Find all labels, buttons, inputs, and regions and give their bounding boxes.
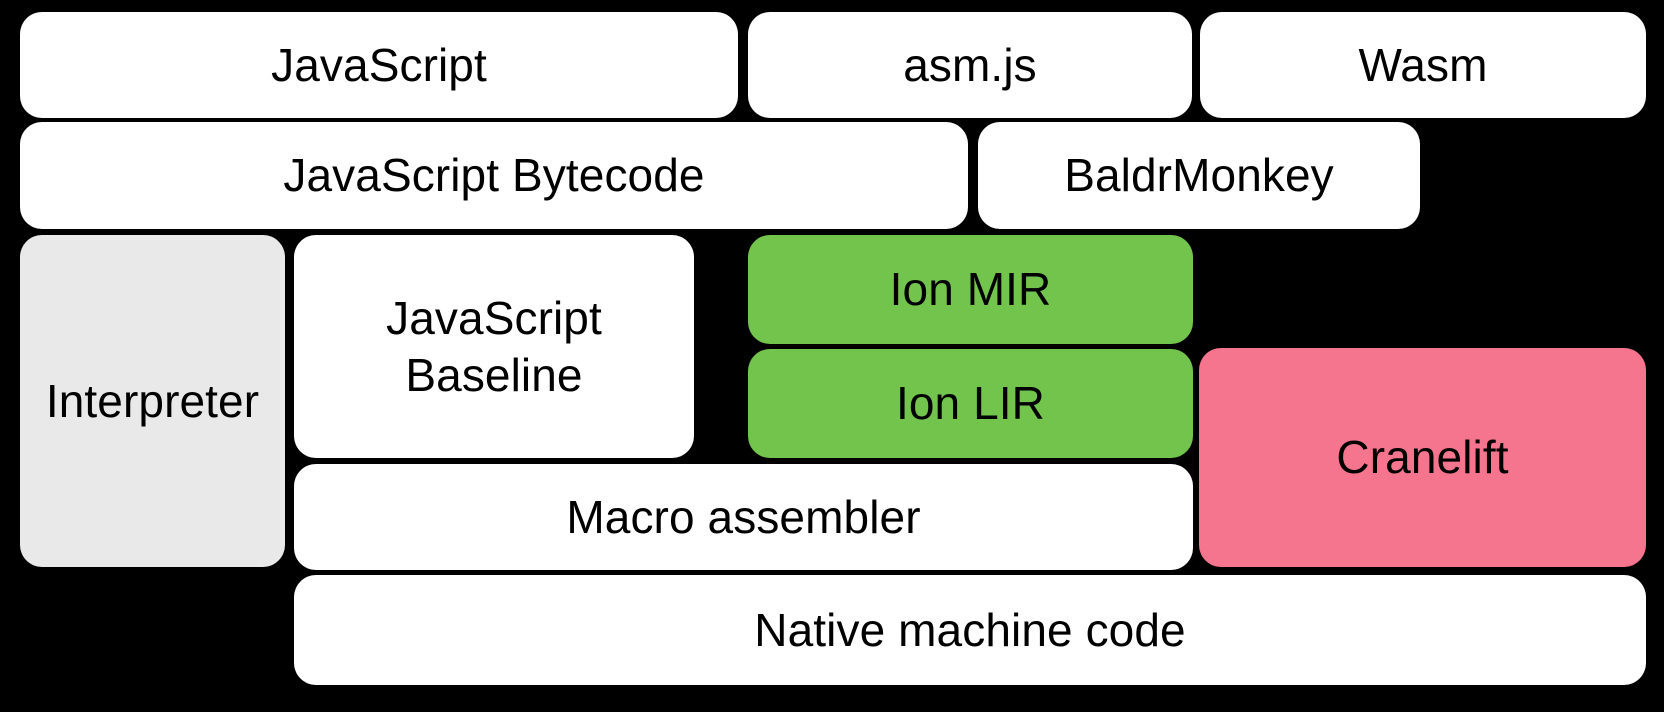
node-baldrmonkey[interactable]: BaldrMonkey [978, 122, 1420, 229]
node-ion-mir[interactable]: Ion MIR [748, 235, 1193, 344]
node-ion-lir[interactable]: Ion LIR [748, 349, 1193, 458]
node-wasm[interactable]: Wasm [1200, 12, 1646, 118]
node-javascript-baseline[interactable]: JavaScript Baseline [294, 235, 694, 458]
node-cranelift[interactable]: Cranelift [1199, 348, 1646, 567]
node-native-machine-code[interactable]: Native machine code [294, 575, 1646, 685]
node-asm-js[interactable]: asm.js [748, 12, 1192, 118]
node-javascript[interactable]: JavaScript [20, 12, 738, 118]
node-macro-assembler[interactable]: Macro assembler [294, 464, 1193, 570]
node-javascript-bytecode[interactable]: JavaScript Bytecode [20, 122, 968, 229]
node-interpreter[interactable]: Interpreter [20, 235, 285, 567]
